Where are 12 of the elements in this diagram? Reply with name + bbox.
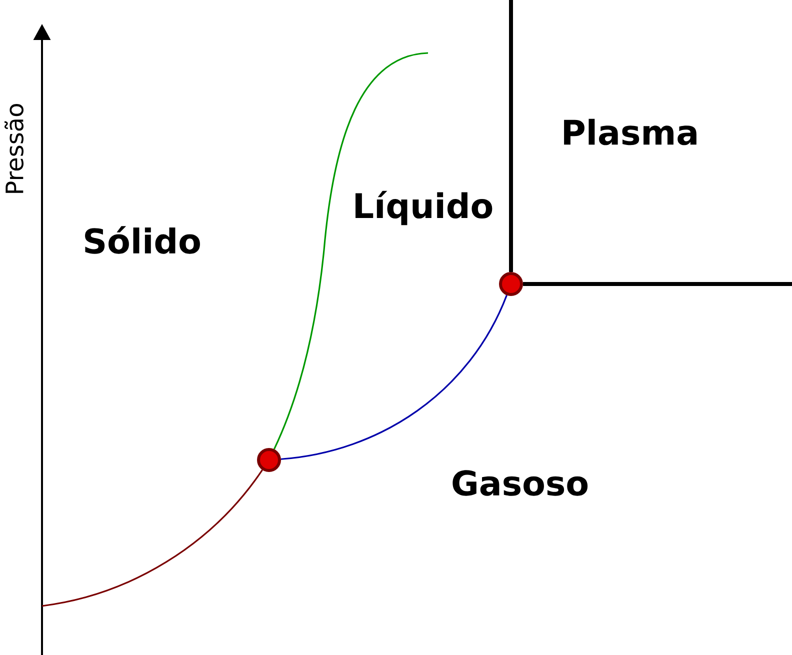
curve: [273, 52, 428, 450]
region-label: Sólido: [85, 226, 200, 254]
curve: [42, 470, 263, 607]
line: [523, 282, 792, 286]
axis-label: Pressão: [4, 104, 24, 193]
region-label: Gasoso: [452, 470, 588, 496]
line: [509, 0, 513, 272]
point-marker: [257, 448, 281, 472]
curve: [280, 294, 508, 460]
point-marker: [499, 272, 523, 296]
region-label: Líquido: [356, 190, 492, 226]
region-label: Plasma: [564, 118, 696, 146]
